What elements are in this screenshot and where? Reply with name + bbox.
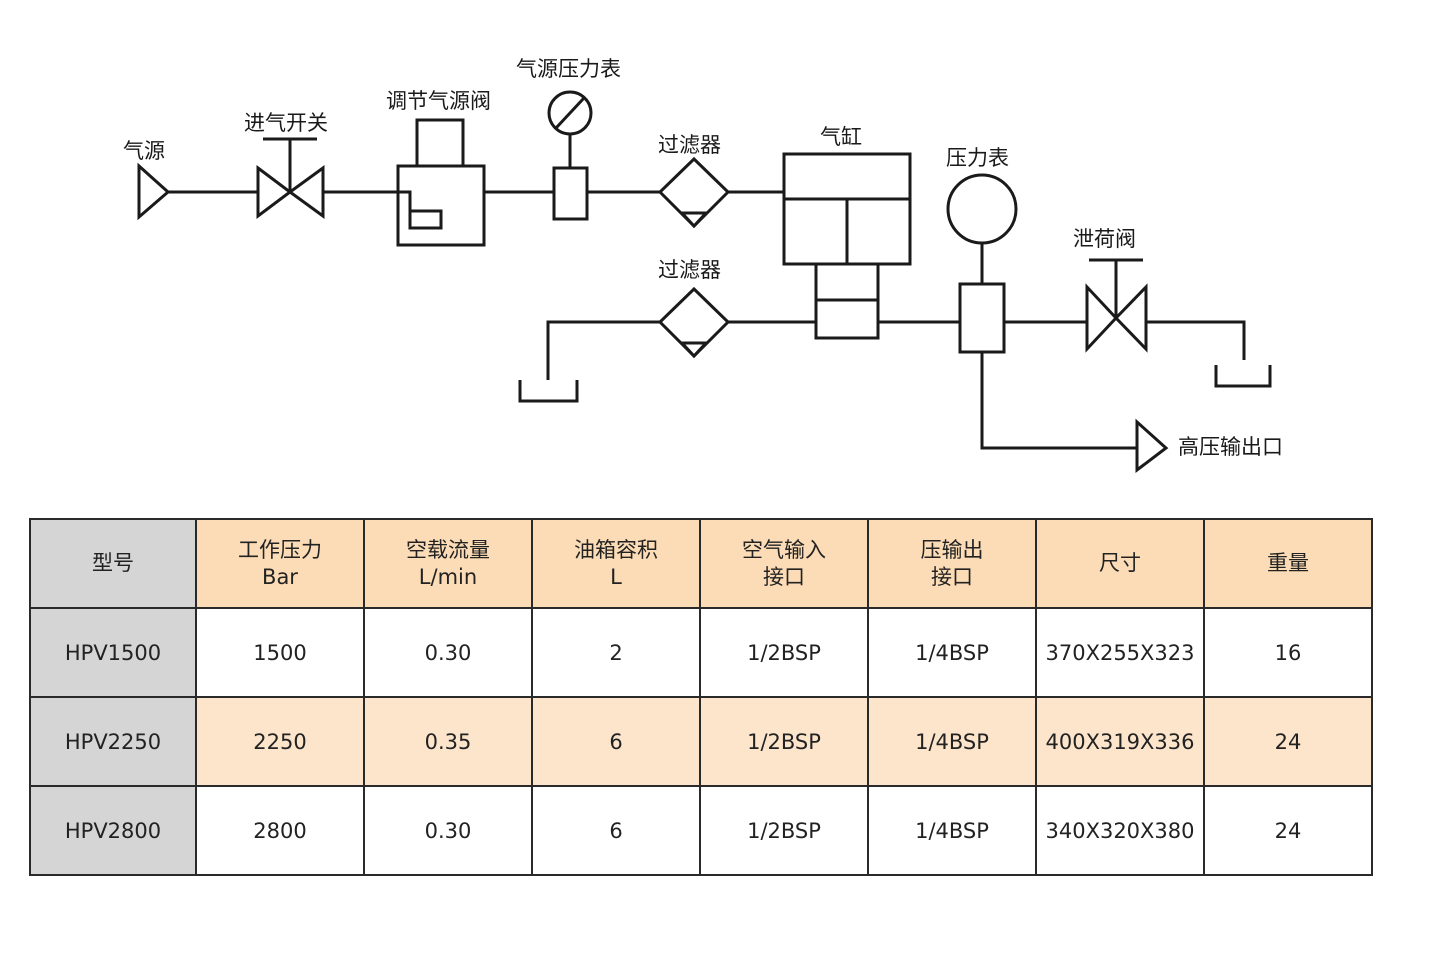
cell-flow: 0.30 xyxy=(363,785,533,876)
header-air-input: 空气输入接口 xyxy=(699,518,869,609)
table-row: HPV1500 1500 0.30 2 1/2BSP 1/4BSP 370X25… xyxy=(29,607,1373,698)
table-row: HPV2800 2800 0.30 6 1/2BSP 1/4BSP 340X32… xyxy=(29,785,1373,876)
pressure-gauge-label: 压力表 xyxy=(946,146,1009,170)
source-gauge-label: 气源压力表 xyxy=(516,57,621,81)
cell-pressure: 1500 xyxy=(195,607,365,698)
filter-bottom-label: 过滤器 xyxy=(658,258,721,282)
cell-weight: 24 xyxy=(1203,785,1373,876)
cell-tank: 2 xyxy=(531,607,701,698)
regulator-valve xyxy=(396,118,486,247)
filter-bottom xyxy=(657,286,731,359)
header-model: 型号 xyxy=(29,518,197,609)
cell-output: 1/4BSP xyxy=(867,607,1037,698)
pneumatic-schematic: 气源 进气开关 调节气源阀 气源压力表 过滤器 气缸 xyxy=(123,57,1283,474)
table-row: HPV2250 2250 0.35 6 1/2BSP 1/4BSP 400X31… xyxy=(29,696,1373,787)
cell-output: 1/4BSP xyxy=(867,696,1037,787)
header-dimensions: 尺寸 xyxy=(1035,518,1205,609)
header-weight: 重量 xyxy=(1203,518,1373,609)
cell-pressure: 2250 xyxy=(195,696,365,787)
pressure-gauge xyxy=(946,173,1018,354)
tank-right-symbol xyxy=(1214,365,1272,388)
intake-switch-label: 进气开关 xyxy=(244,111,328,135)
cell-dimensions: 340X320X380 xyxy=(1035,785,1205,876)
hp-outlet-symbol xyxy=(1135,418,1169,474)
cell-air-input: 1/2BSP xyxy=(699,607,869,698)
cell-model: HPV2800 xyxy=(29,785,197,876)
cell-air-input: 1/2BSP xyxy=(699,696,869,787)
cell-tank: 6 xyxy=(531,785,701,876)
filter-top xyxy=(657,156,731,229)
cell-flow: 0.35 xyxy=(363,696,533,787)
cylinder-label: 气缸 xyxy=(820,125,862,149)
air-source-label: 气源 xyxy=(123,139,165,163)
air-cylinder xyxy=(782,152,912,340)
regulator-label: 调节气源阀 xyxy=(386,89,491,113)
source-pressure-gauge xyxy=(547,90,593,221)
cell-dimensions: 400X319X336 xyxy=(1035,696,1205,787)
relief-valve-label: 泄荷阀 xyxy=(1073,227,1136,251)
cell-flow: 0.30 xyxy=(363,607,533,698)
cell-output: 1/4BSP xyxy=(867,785,1037,876)
cell-tank: 6 xyxy=(531,696,701,787)
hp-outlet-label: 高压输出口 xyxy=(1178,435,1283,459)
cell-pressure: 2800 xyxy=(195,785,365,876)
cell-dimensions: 370X255X323 xyxy=(1035,607,1205,698)
cell-air-input: 1/2BSP xyxy=(699,785,869,876)
cell-weight: 24 xyxy=(1203,696,1373,787)
tank-left-symbol xyxy=(518,380,579,403)
header-pressure-output: 压输出接口 xyxy=(867,518,1037,609)
cell-model: HPV2250 xyxy=(29,696,197,787)
intake-switch-valve xyxy=(256,137,325,219)
cell-model: HPV1500 xyxy=(29,607,197,698)
filter-top-label: 过滤器 xyxy=(658,133,721,157)
relief-valve xyxy=(1085,258,1148,353)
lower-pipeline xyxy=(546,320,1246,450)
air-source-symbol xyxy=(137,162,171,221)
cell-weight: 16 xyxy=(1203,607,1373,698)
